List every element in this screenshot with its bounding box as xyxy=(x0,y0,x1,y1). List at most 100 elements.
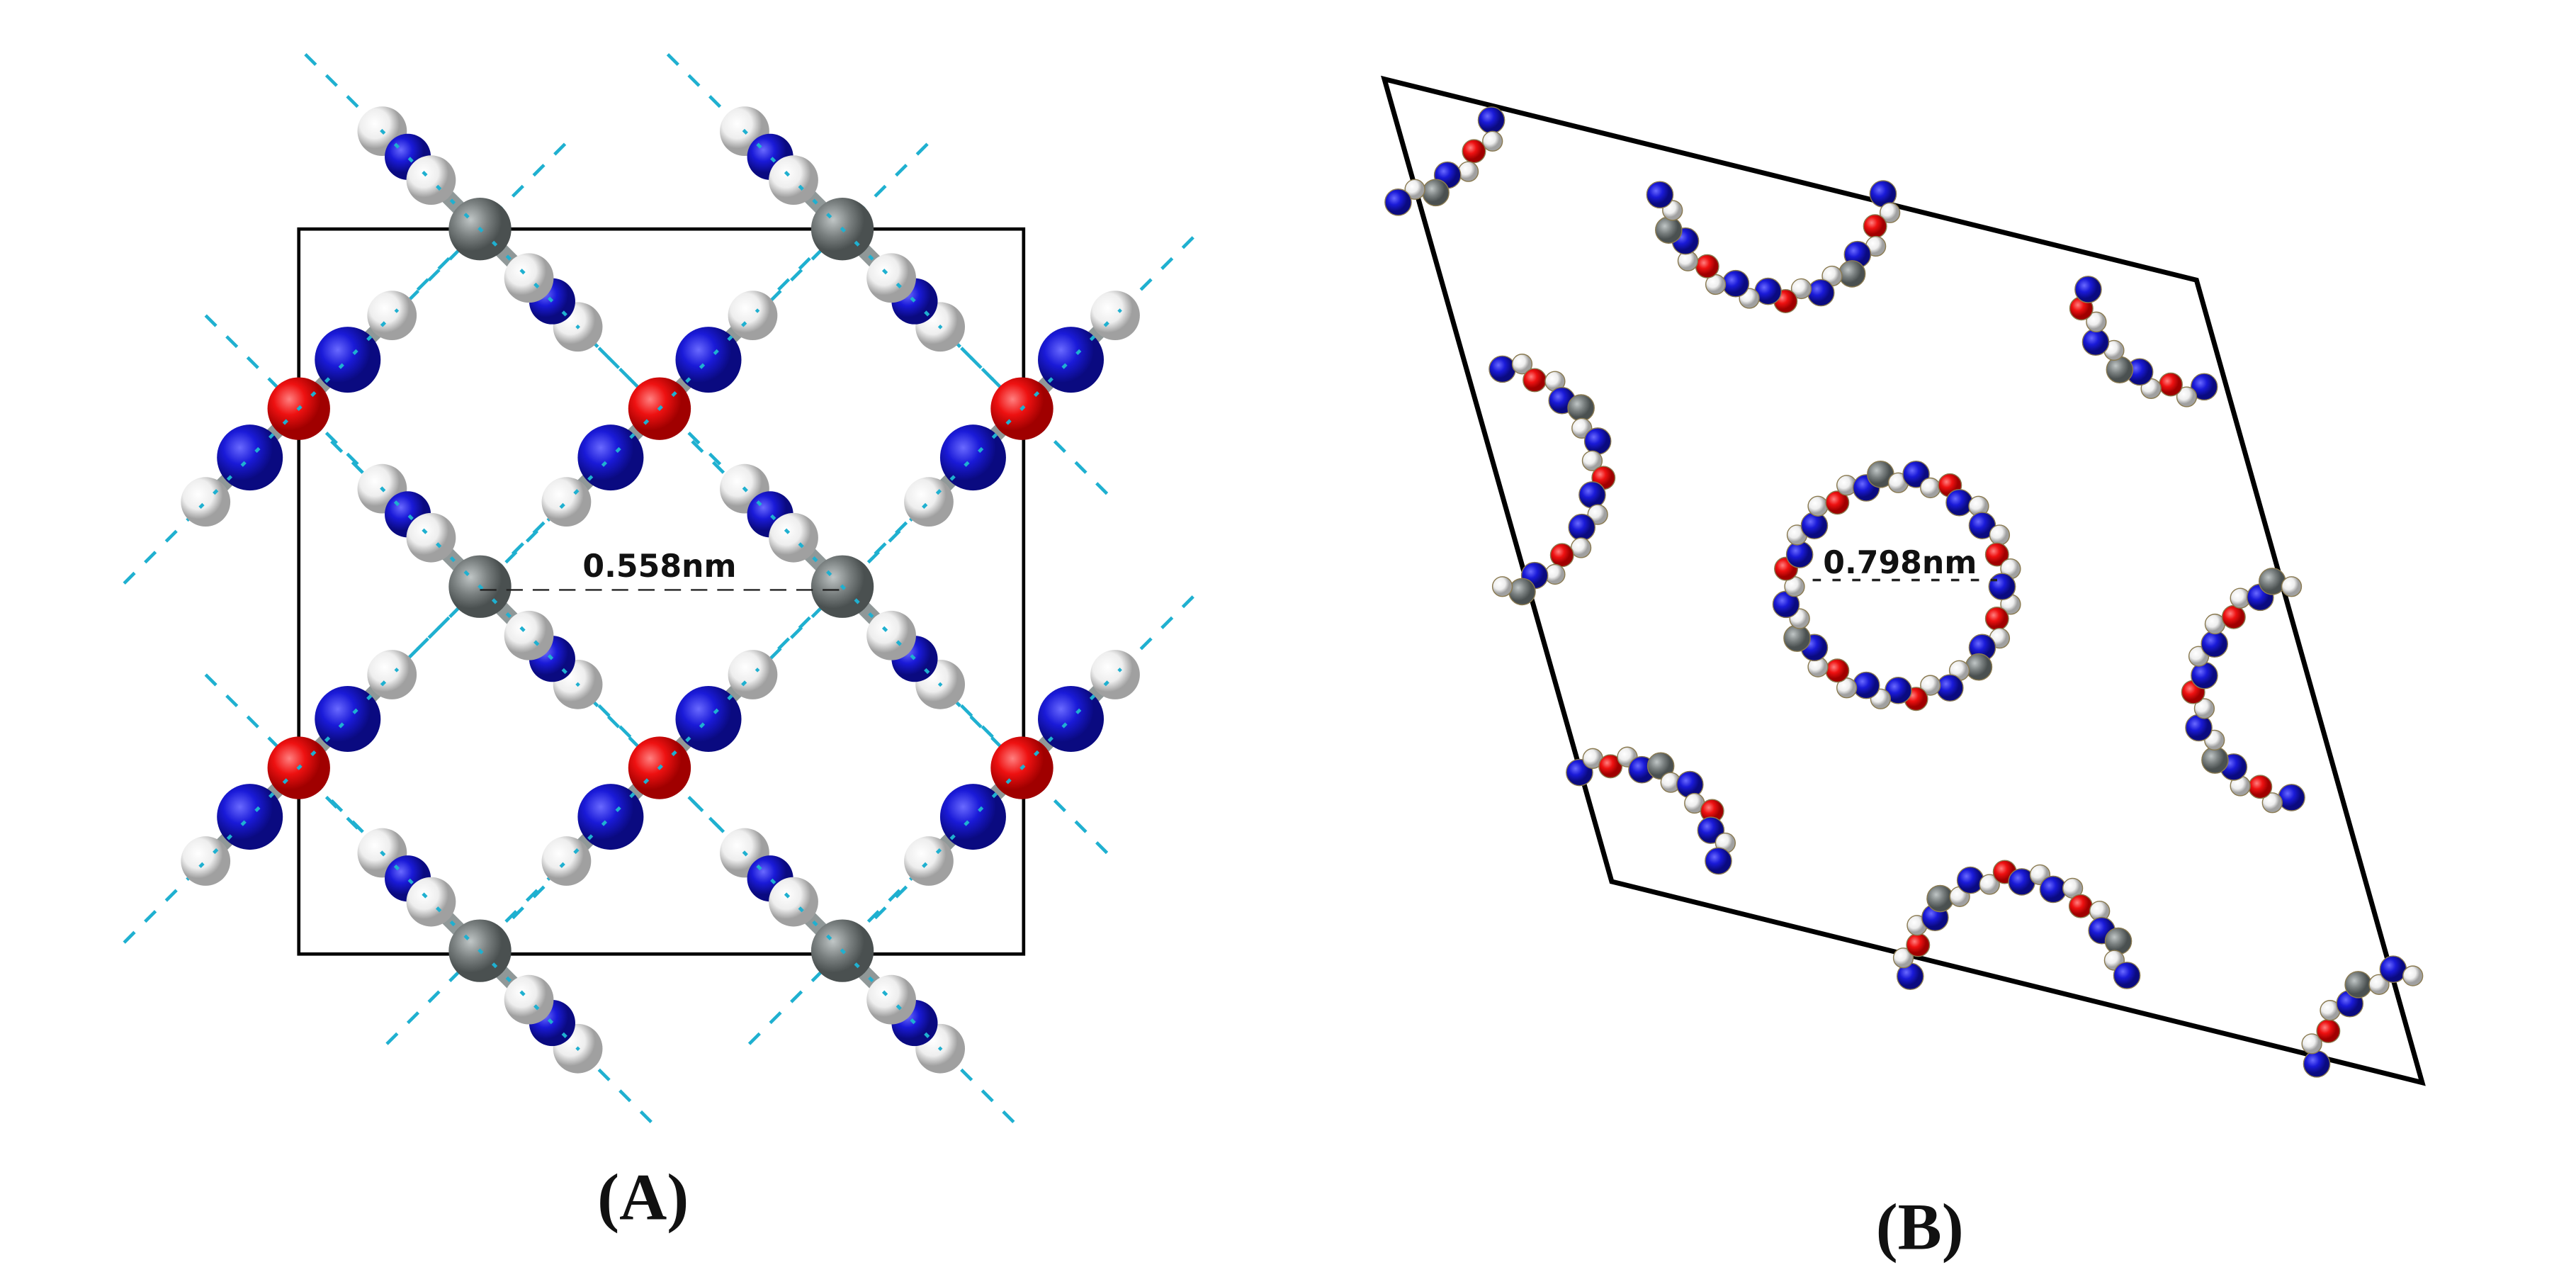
molecule xyxy=(181,650,417,886)
hydrogen-atom xyxy=(2402,965,2424,986)
nitrogen-atom xyxy=(939,424,1006,491)
nitrogen-atom xyxy=(1488,355,1516,383)
distance-label-b: 0.798nm xyxy=(1823,545,1977,581)
carbon-atom xyxy=(2106,356,2134,384)
hydrogen-atom xyxy=(904,477,954,527)
oxygen-atom xyxy=(1825,490,1850,515)
hydrogen-atom xyxy=(367,291,417,341)
nitrogen-atom xyxy=(2185,714,2213,742)
hydrogen-bond-line xyxy=(380,850,580,1051)
hydrogen-atom xyxy=(2193,698,2215,719)
hydrogen-atom xyxy=(866,610,916,660)
distance-label-a: 0.558nm xyxy=(582,549,736,585)
molecule xyxy=(181,291,417,527)
hydrogen-atom xyxy=(1090,650,1140,699)
hydrogen-atom xyxy=(1989,524,2011,546)
hydrogen-bond-line xyxy=(742,850,943,1051)
molecular-ring xyxy=(2181,568,2305,814)
hydrogen-bond-line xyxy=(742,486,943,687)
nitrogen-atom xyxy=(1936,674,1964,702)
nitrogen-atom xyxy=(675,685,742,752)
carbon-atom xyxy=(2259,568,2286,595)
hydrogen-bond-line xyxy=(922,308,1122,510)
carbon-atom xyxy=(1926,884,1954,913)
oxygen-atom xyxy=(2316,1018,2341,1043)
carbon-atom xyxy=(1783,624,1811,652)
hydrogen-atom xyxy=(1491,576,1513,597)
oxygen-atom xyxy=(1462,139,1486,164)
nitrogen-atom xyxy=(1384,189,1412,216)
molecules-a xyxy=(181,106,1140,1074)
molecular-ring xyxy=(1566,746,1736,875)
hydrogen-bond-line xyxy=(380,486,580,687)
hydrogen-atom xyxy=(406,877,456,927)
molecular-ring xyxy=(1488,354,1616,606)
hydrogen-atom xyxy=(1920,675,1941,696)
hydrogen-atom xyxy=(504,253,554,303)
hydrogen-atom xyxy=(2301,1033,2322,1054)
hydrogen-atom xyxy=(1790,278,1812,300)
rings-b xyxy=(1384,106,2424,1078)
nitrogen-atom xyxy=(2303,1050,2331,1078)
hydrogen-atom xyxy=(541,836,592,886)
molecular-ring xyxy=(2301,955,2424,1078)
hydrogen-bond-line xyxy=(922,668,1122,868)
nitrogen-atom xyxy=(1583,427,1612,455)
carbon-atom xyxy=(2104,927,2132,955)
oxygen-atom xyxy=(2159,372,2183,397)
molecule xyxy=(541,650,778,886)
molecule xyxy=(541,291,778,527)
hydrogen-atom xyxy=(1511,354,1533,375)
nitrogen-atom xyxy=(2201,630,2229,658)
oxygen-atom xyxy=(1549,543,1574,568)
hydrogen-bond-line xyxy=(742,128,943,330)
hydrogen-atom xyxy=(2281,576,2303,597)
hydrogen-atom xyxy=(1457,161,1479,182)
carbon-atom xyxy=(1567,394,1595,422)
hydrogen-atom xyxy=(181,477,231,527)
hydrogen-atom xyxy=(2261,792,2283,814)
hydrogen-atom xyxy=(504,974,554,1025)
nitrogen-atom xyxy=(315,327,381,393)
hydrogen-atom xyxy=(904,836,954,886)
nitrogen-atom xyxy=(675,327,742,393)
nitrogen-atom xyxy=(939,784,1006,850)
nitrogen-atom xyxy=(1705,847,1732,875)
hydrogen-atom xyxy=(2086,311,2107,332)
nitrogen-atom xyxy=(2278,784,2305,811)
nitrogen-atom xyxy=(1722,269,1750,298)
hydrogen-atom xyxy=(1807,495,1829,517)
hydrogen-atom xyxy=(504,610,554,660)
oxygen-atom xyxy=(1523,368,1547,393)
molecule xyxy=(904,650,1140,886)
panel-label-b: (B) xyxy=(1876,1191,1964,1264)
hydrogen-atom xyxy=(1581,450,1603,471)
nitrogen-atom xyxy=(2039,875,2067,904)
hydrogen-atom xyxy=(866,974,916,1025)
oxygen-atom xyxy=(1598,754,1623,779)
molecular-ring xyxy=(1646,180,1901,313)
nitrogen-atom xyxy=(577,784,644,850)
molecular-ring xyxy=(1772,460,2021,711)
hydrogen-bond-line xyxy=(559,668,760,868)
hydrogen-atom xyxy=(728,291,778,341)
hydrogen-atom xyxy=(2176,386,2198,407)
hydrogen-atom xyxy=(181,836,231,886)
molecule xyxy=(720,828,966,1074)
hydrogen-atom xyxy=(2368,974,2390,995)
nitrogen-atom xyxy=(1578,481,1606,509)
nitrogen-atom xyxy=(2074,276,2102,303)
carbon-atom xyxy=(2344,971,2372,998)
nitrogen-atom xyxy=(1945,488,1973,517)
molecular-ring xyxy=(1384,106,1506,216)
hydrogen-bond-line xyxy=(198,668,400,868)
nitrogen-atom xyxy=(1676,770,1704,799)
oxygen-atom xyxy=(1906,933,1931,957)
oxygen-atom xyxy=(2221,604,2246,629)
hydrogen-atom xyxy=(1879,202,1901,223)
carbon-atom xyxy=(1655,216,1683,244)
hydrogen-atom xyxy=(1404,179,1425,200)
hydrogen-atom xyxy=(1570,537,1592,558)
molecule xyxy=(357,463,603,709)
